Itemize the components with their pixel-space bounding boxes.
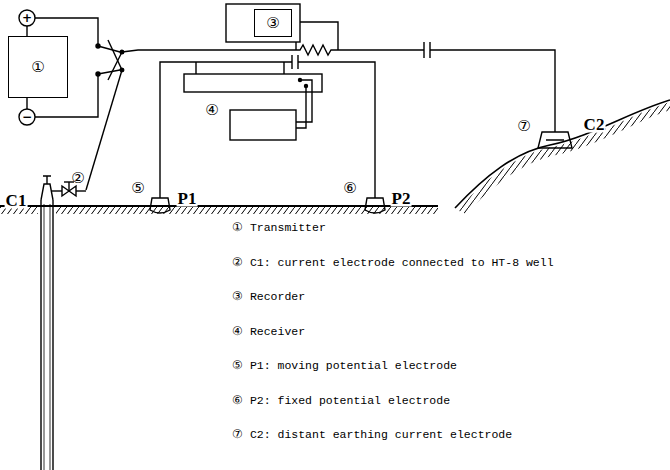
callout-number: ④	[205, 103, 218, 118]
key-entry: ⑤ P1: moving potential electrode	[232, 360, 457, 372]
polarity-sign: +	[22, 12, 32, 24]
electrode-name: C1	[5, 192, 28, 209]
key-entry: ⑥ P2: fixed potential electrode	[232, 395, 450, 407]
key-entry: ① Transmitter	[232, 222, 326, 234]
callout-number: ⑦	[517, 119, 530, 134]
callout-number: ②	[71, 171, 84, 186]
key-entry: ② C1: current electrode connected to HT-…	[232, 257, 554, 269]
ground-hatch	[0, 207, 438, 214]
receiver-unit	[230, 110, 296, 140]
potential-wire	[160, 62, 375, 198]
receiver-unit	[184, 74, 322, 92]
current-wire	[122, 45, 555, 132]
capacitor-symbol	[424, 42, 430, 58]
key-entry: ⑦ C2: distant earthing current electrode	[232, 429, 512, 441]
recorder-box: ③	[254, 9, 292, 37]
capacitor-symbol	[292, 55, 298, 69]
callout-number: ③	[266, 16, 279, 31]
minus-terminal	[19, 109, 35, 125]
hill-hatch	[457, 102, 670, 214]
recorder-housing	[226, 4, 300, 42]
recorder-wire	[296, 22, 338, 50]
electrode-name: P2	[391, 190, 412, 207]
callout-number: ⑥	[343, 181, 356, 196]
receiver-wire	[196, 62, 312, 128]
well-casing	[41, 176, 53, 470]
key-entry: ③ Recorder	[232, 291, 305, 303]
transmitter-box: ①	[8, 36, 68, 98]
electrode-name: C2	[583, 116, 606, 133]
plus-terminal	[19, 10, 35, 26]
ground-line	[0, 205, 438, 207]
callout-number: ①	[31, 60, 44, 75]
reversing-switch	[96, 40, 124, 80]
electrode-name: P1	[177, 190, 198, 207]
key-entry: ④ Receiver	[232, 326, 305, 338]
well-wire	[86, 70, 122, 190]
callout-number: ⑤	[131, 181, 144, 196]
polarity-sign: −	[22, 111, 32, 123]
